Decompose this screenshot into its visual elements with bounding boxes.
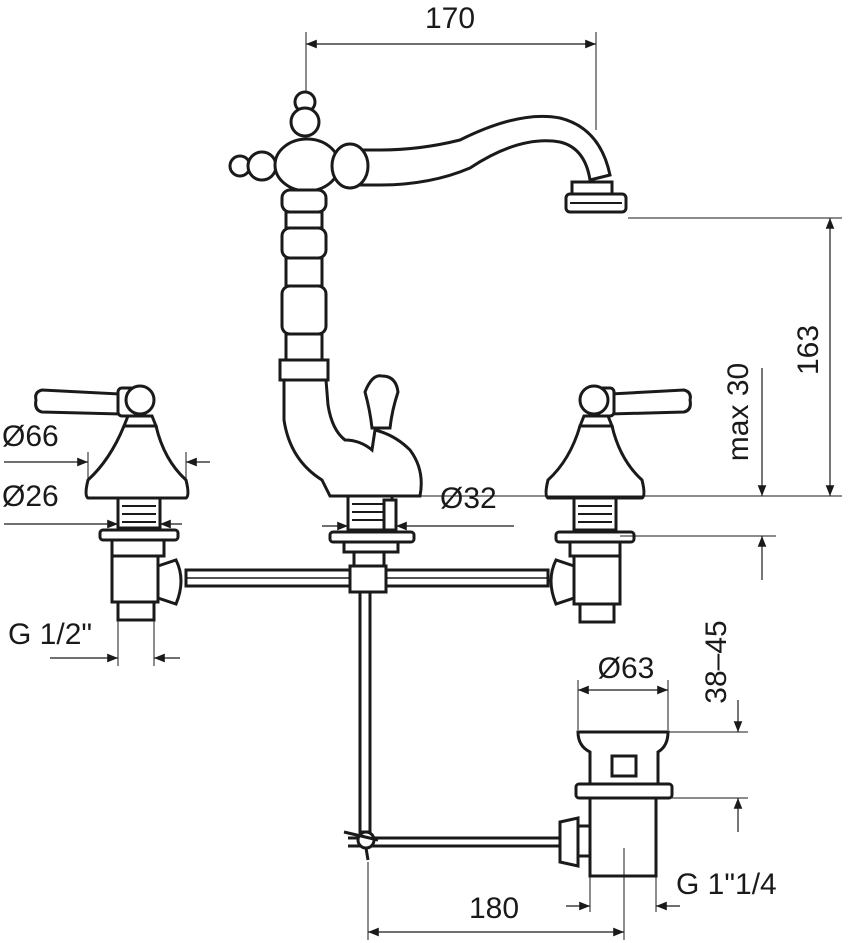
- label-inlet-thread: G 1/2": [8, 618, 92, 651]
- dim-drain-offset: 180: [367, 848, 625, 940]
- dim-handle-base: Ø66: [2, 420, 210, 480]
- dim-deck-max: max 30: [620, 363, 776, 580]
- spout: [228, 90, 628, 498]
- dim-spout-base: Ø32: [322, 482, 514, 531]
- label-deck-max: max 30: [722, 363, 755, 461]
- label-handle-base-diameter: Ø66: [2, 420, 59, 453]
- right-handle: [544, 384, 692, 624]
- dim-drain-diameter: Ø63: [577, 652, 669, 730]
- label-drain-thread: G 1"1/4: [676, 868, 777, 901]
- dim-spout-height: 163: [418, 217, 842, 497]
- dim-spout-reach: 170: [305, 2, 597, 130]
- label-spout-base-diameter: Ø32: [440, 482, 497, 515]
- dim-handle-stem: Ø26: [2, 480, 182, 529]
- label-spout-height: 163: [792, 325, 825, 375]
- popup-rod: [343, 590, 560, 861]
- label-drain-diameter: Ø63: [598, 652, 655, 685]
- connecting-pipe: [184, 564, 550, 594]
- dim-inlet-thread: G 1/2": [8, 618, 180, 666]
- dim-drain-height: 38–45: [668, 620, 748, 832]
- label-spout-reach: 170: [425, 2, 475, 35]
- label-drain-height-range: 38–45: [700, 620, 733, 703]
- left-handle: [34, 384, 190, 622]
- drain: [558, 730, 674, 878]
- label-handle-stem-diameter: Ø26: [2, 480, 59, 513]
- dim-drain-thread: G 1"1/4: [566, 868, 777, 912]
- label-drain-offset: 180: [469, 892, 519, 925]
